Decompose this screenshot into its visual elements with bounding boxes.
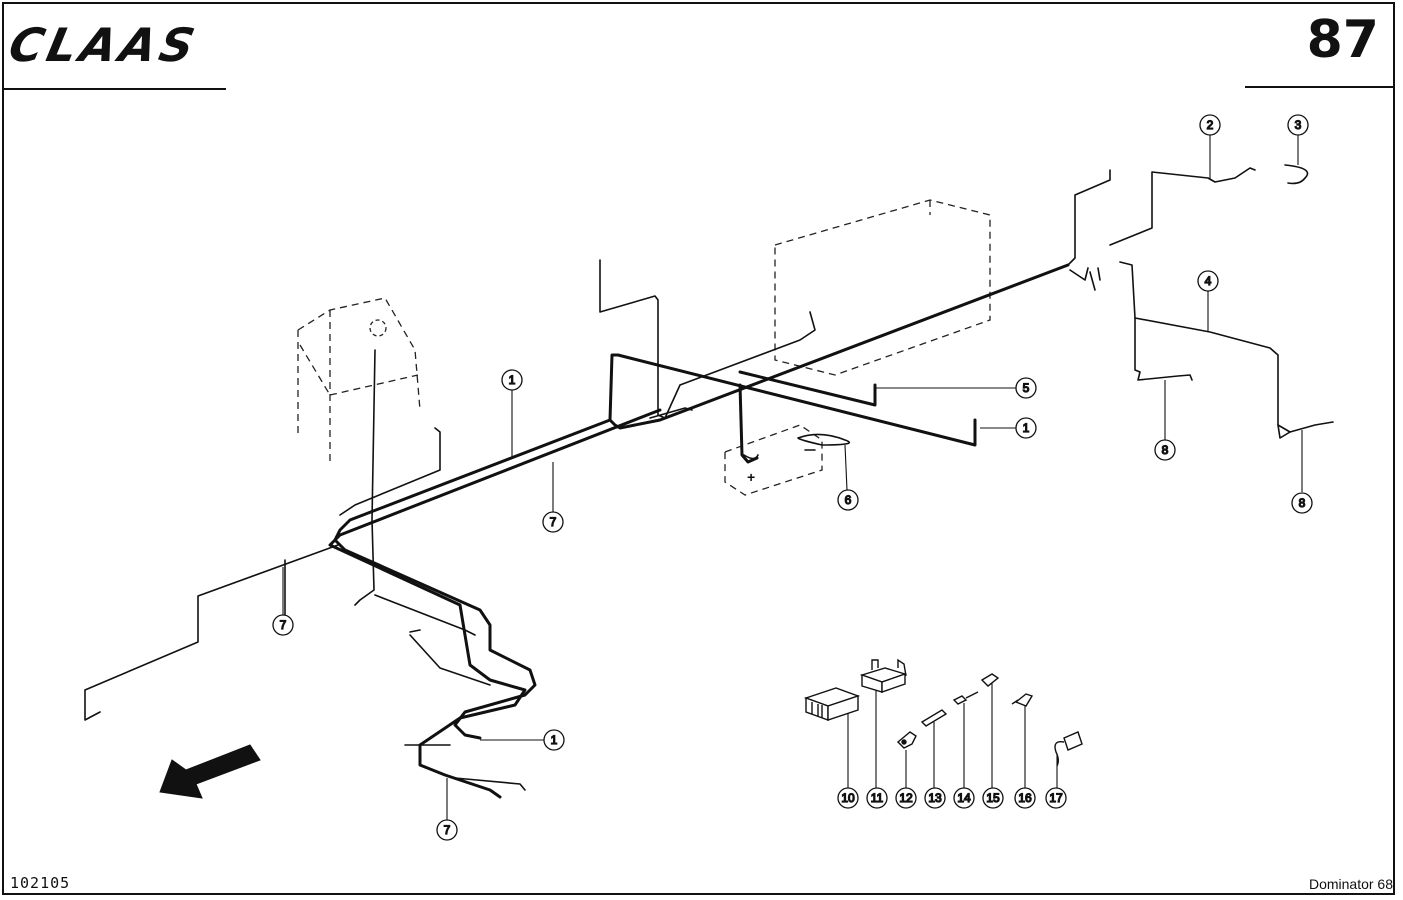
svg-text:2: 2 xyxy=(1207,118,1214,132)
connector-11-icon xyxy=(859,658,908,693)
harness-8b-hook xyxy=(1277,424,1291,439)
harness-7-main xyxy=(328,408,662,799)
callout-13: 13 xyxy=(924,787,946,809)
callout-1-lower: 1 xyxy=(543,729,565,751)
callout-3: 3 xyxy=(1287,114,1309,136)
right-bundle-lower xyxy=(1067,169,1111,266)
svg-text:4: 4 xyxy=(1205,274,1212,288)
harness-1-upper-branch xyxy=(608,353,977,447)
svg-text:15: 15 xyxy=(986,791,1000,805)
connector-17-icon xyxy=(1054,731,1083,767)
header-rule-left xyxy=(2,88,226,90)
svg-text:7: 7 xyxy=(280,618,287,632)
callouts: 1 1 1 2 3 4 5 6 7 7 7 8 8 10 11 12 13 14… xyxy=(272,114,1313,841)
callout-8-left: 8 xyxy=(1154,439,1176,461)
callout-12: 12 xyxy=(895,787,917,809)
callout-15: 15 xyxy=(982,787,1004,809)
callout-1-upper: 1 xyxy=(501,369,523,391)
svg-text:12: 12 xyxy=(899,791,913,805)
connector-3-hook xyxy=(1284,164,1309,185)
header-rule-right xyxy=(1245,86,1395,88)
cab-upright xyxy=(339,427,441,516)
svg-text:7: 7 xyxy=(550,515,557,529)
callout-2: 2 xyxy=(1199,114,1221,136)
svg-text:1: 1 xyxy=(1023,421,1030,435)
callout-1-right: 1 xyxy=(1015,417,1037,439)
cabin-outline xyxy=(297,297,421,465)
svg-text:16: 16 xyxy=(1018,791,1032,805)
battery-outline xyxy=(724,424,823,496)
harness-2-run xyxy=(1109,167,1256,246)
connector-10-icon xyxy=(803,687,861,721)
svg-text:10: 10 xyxy=(841,791,855,805)
harness-6-loop xyxy=(797,433,850,446)
front-lower-run xyxy=(374,594,526,791)
upper-link xyxy=(664,311,816,419)
thin-harness xyxy=(84,164,1334,791)
battery-plus-label: + xyxy=(747,469,755,485)
svg-text:14: 14 xyxy=(957,791,971,805)
right-bundle-split xyxy=(1069,267,1101,291)
callout-leaders xyxy=(282,135,1303,820)
control-box-outline xyxy=(774,199,991,376)
connector-16-icon xyxy=(1011,693,1034,707)
connector-12-icon xyxy=(896,731,917,749)
callout-7-bottom: 7 xyxy=(436,819,458,841)
svg-text:17: 17 xyxy=(1049,791,1063,805)
harness-7-left-run xyxy=(84,544,339,721)
callout-5: 5 xyxy=(1015,377,1037,399)
svg-text:8: 8 xyxy=(1299,496,1306,510)
svg-text:5: 5 xyxy=(1023,381,1030,395)
svg-text:3: 3 xyxy=(1295,118,1302,132)
connector-15-icon xyxy=(980,673,1000,687)
svg-text:1: 1 xyxy=(509,373,516,387)
svg-text:1: 1 xyxy=(551,733,558,747)
harness-8a-run xyxy=(1134,317,1193,381)
harness-1-main xyxy=(333,263,1070,740)
cabin-light-outline xyxy=(369,319,387,337)
callout-7-left: 7 xyxy=(272,614,294,636)
callout-14: 14 xyxy=(953,787,975,809)
battery-plus-terminal xyxy=(743,454,759,460)
main-harness xyxy=(328,263,1070,799)
drawing-id: 102105 xyxy=(10,874,71,892)
callout-10: 10 xyxy=(837,787,859,809)
dashed-components xyxy=(297,199,991,496)
cab-upright-2 xyxy=(354,349,376,606)
page-number: 87 xyxy=(1306,10,1379,70)
callout-8-right: 8 xyxy=(1291,492,1313,514)
direction-arrow-icon xyxy=(159,744,261,799)
connector-13-icon xyxy=(920,709,948,727)
loose-parts xyxy=(803,658,1083,767)
harness-4-run xyxy=(1119,261,1334,433)
harness-5-branch xyxy=(738,370,877,407)
callout-4: 4 xyxy=(1197,270,1219,292)
callout-7-middle: 7 xyxy=(542,511,564,533)
callout-17: 17 xyxy=(1045,787,1067,809)
svg-text:11: 11 xyxy=(871,791,884,805)
model-name: Dominator 68 xyxy=(1308,876,1393,892)
box-lead xyxy=(649,407,693,419)
callout-11: 11 xyxy=(866,787,888,809)
svg-text:8: 8 xyxy=(1162,443,1169,457)
callout-6: 6 xyxy=(837,489,859,511)
svg-text:13: 13 xyxy=(928,791,942,805)
connector-14-icon xyxy=(952,691,979,705)
harness-battery-lead xyxy=(738,383,759,464)
svg-text:6: 6 xyxy=(845,493,852,507)
svg-text:7: 7 xyxy=(444,823,451,837)
callout-16: 16 xyxy=(1014,787,1036,809)
